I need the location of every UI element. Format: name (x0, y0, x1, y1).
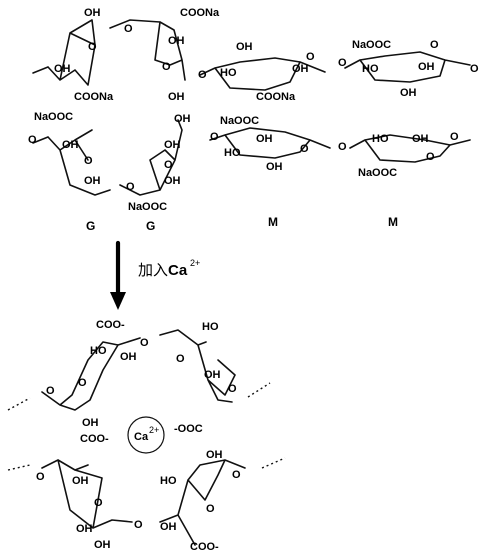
upper-chain-top (32, 19, 471, 91)
label-o: O (134, 519, 143, 531)
label-oh: OH (84, 7, 101, 19)
label-coo-minus: COO- (96, 319, 125, 331)
label-oh: OH (236, 41, 253, 53)
label-o: O (36, 471, 45, 483)
label-oh: OH (266, 161, 283, 173)
label-o: O (94, 497, 103, 509)
upper-chain-bottom (32, 119, 471, 196)
label-o: O (126, 181, 135, 193)
label-oh: OH (120, 351, 137, 363)
label-o: O (124, 23, 133, 35)
label-naooc: NaOOC (220, 115, 259, 127)
label-coona: COONa (256, 91, 296, 103)
label-coo-minus: COO- (80, 433, 109, 445)
label-o: O (88, 41, 97, 53)
label-minus-ooc: -OOC (174, 423, 203, 435)
label-oh: OH (54, 63, 71, 75)
label-coo-minus: COO- (190, 541, 219, 553)
label-oh: OH (168, 91, 185, 103)
label-oh: OH (174, 113, 191, 125)
label-oh: OH (412, 133, 429, 145)
label-o: O (430, 39, 439, 51)
label-oh: OH (82, 417, 99, 429)
label-g: G (146, 219, 155, 233)
label-o: O (162, 61, 171, 73)
label-o: O (176, 353, 185, 365)
label-oh: OH (168, 35, 185, 47)
label-naooc: NaOOC (34, 111, 73, 123)
label-naooc: NaOOC (352, 39, 391, 51)
label-o: O (450, 131, 459, 143)
label-o: O (78, 377, 87, 389)
upper-labels: OH COONa O O OH OH O O COONa OH OH HO OH… (28, 7, 479, 233)
arrow-label-prefix: 加入 (138, 261, 168, 279)
label-naooc: NaOOC (358, 167, 397, 179)
label-oh: OH (94, 539, 111, 551)
label-oh: OH (164, 139, 181, 151)
label-ho: HO (224, 147, 241, 159)
label-o: O (338, 141, 347, 153)
label-o: O (470, 63, 479, 75)
reaction-arrow: 加入 Ca 2+ (110, 240, 200, 310)
label-m: M (268, 215, 278, 229)
label-oh: OH (76, 523, 93, 535)
label-oh: OH (418, 61, 435, 73)
label-o: O (232, 469, 241, 481)
label-m: M (388, 215, 398, 229)
label-oh: OH (164, 175, 181, 187)
calcium-symbol: Ca (134, 431, 149, 443)
label-coona: COONa (180, 7, 220, 19)
label-o: O (140, 337, 149, 349)
label-ho: HO (372, 133, 389, 145)
label-oh: OH (206, 449, 223, 461)
label-o: O (84, 155, 93, 167)
arrow-label-ion: Ca (168, 262, 188, 279)
label-oh: OH (62, 139, 79, 151)
label-o: O (338, 57, 347, 69)
label-o: O (210, 131, 219, 143)
label-oh: OH (84, 175, 101, 187)
label-g: G (86, 219, 95, 233)
label-oh: OH (292, 63, 309, 75)
label-oh: OH (256, 133, 273, 145)
label-ho: HO (220, 67, 237, 79)
label-o: O (198, 69, 207, 81)
label-o: O (164, 159, 173, 171)
label-oh: OH (160, 521, 177, 533)
label-o: O (306, 51, 315, 63)
label-o: O (28, 134, 37, 146)
calcium-ion: Ca 2+ (127, 416, 165, 454)
label-ho: HO (362, 63, 379, 75)
arrow-label-charge: 2+ (190, 258, 200, 268)
label-oh: OH (204, 369, 221, 381)
egg-box-upper: COO- HO OH O HO O OH O O O OH -OOC (7, 319, 271, 435)
label-ho: HO (202, 321, 219, 333)
label-o: O (206, 503, 215, 515)
label-oh: OH (72, 475, 89, 487)
label-ho: HO (90, 345, 107, 357)
label-o: O (300, 143, 309, 155)
label-o: O (46, 385, 55, 397)
label-o: O (426, 151, 435, 163)
calcium-charge: 2+ (149, 425, 159, 435)
label-ho: HO (160, 475, 177, 487)
label-coona: COONa (74, 91, 114, 103)
label-o: O (228, 383, 237, 395)
label-oh: OH (400, 87, 417, 99)
egg-box-lower: COO- OH O O OH HO O O O OH OH OH COO- (7, 433, 286, 553)
label-naooc: NaOOC (128, 201, 167, 213)
